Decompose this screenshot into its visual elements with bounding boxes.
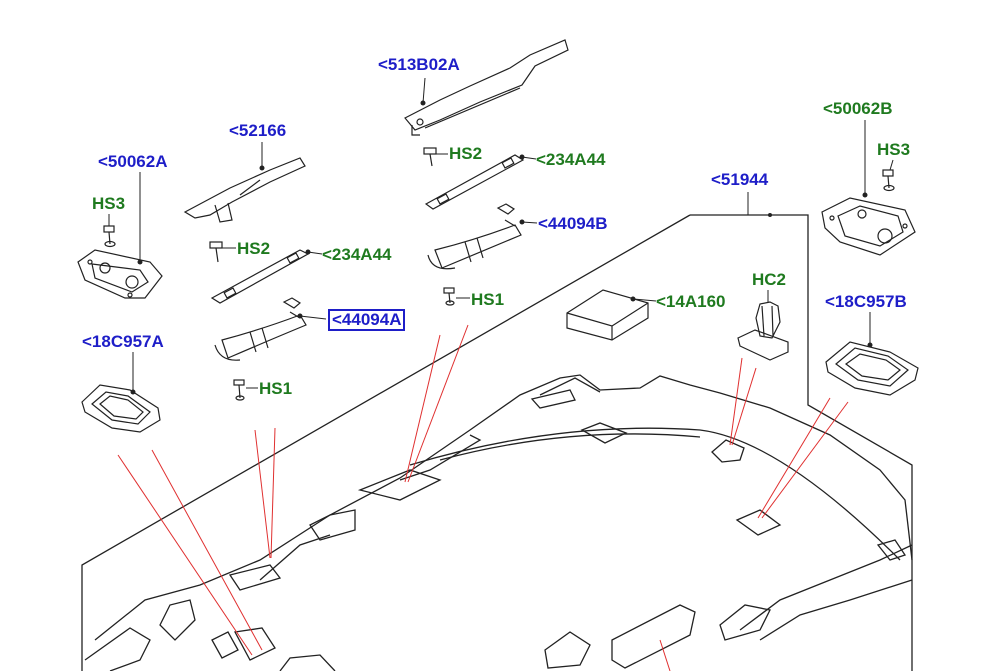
screw-hs2-right[interactable] [423, 147, 437, 167]
lamp-18C957A[interactable] [81, 384, 161, 433]
label-hs2-right[interactable]: HS2 [449, 144, 483, 163]
lamp-18C957B[interactable] [825, 341, 919, 396]
screw-hs1-left[interactable] [233, 379, 245, 401]
screw-hs2-left[interactable] [209, 241, 223, 263]
bracket-513B02A[interactable] [404, 39, 569, 136]
label-hs1-right[interactable]: HS1 [471, 290, 505, 309]
clip-hc2[interactable] [737, 301, 789, 361]
leader-dot [630, 296, 636, 302]
label-18C957B[interactable]: <18C957B [825, 292, 907, 311]
leader-dot [259, 165, 265, 171]
label-hs3-left[interactable]: HS3 [92, 194, 126, 213]
label-hs2-left[interactable]: HS2 [237, 239, 271, 258]
screw-hs1-right[interactable] [443, 287, 455, 306]
grab-handle-44094A[interactable] [214, 297, 307, 361]
bracket-52166[interactable] [183, 157, 306, 223]
leader-hs3-right [889, 159, 894, 171]
leader-44094A [299, 315, 327, 320]
leader-14A160 [632, 298, 657, 302]
label-51944[interactable]: <51944 [711, 170, 769, 189]
leader-dot [137, 259, 143, 265]
label-234A44-right[interactable]: <234A44 [536, 150, 606, 169]
label-234A44-left[interactable]: <234A44 [322, 245, 392, 264]
leader-dot [519, 219, 525, 225]
strip-234A44-right[interactable] [424, 154, 525, 210]
leader-lines [117, 324, 849, 671]
label-50062B[interactable]: <50062B [823, 99, 893, 118]
label-52166[interactable]: <52166 [229, 121, 287, 140]
label-44094B[interactable]: <44094B [538, 214, 608, 233]
leader-dot [130, 389, 136, 395]
lamp-50062A[interactable] [77, 249, 163, 299]
leader-dot [519, 154, 525, 160]
leader-dot [768, 213, 772, 217]
label-14A160[interactable]: <14A160 [656, 292, 726, 311]
leader-513B02A [422, 77, 426, 104]
screw-hs3-right[interactable] [882, 169, 895, 192]
label-44094A-selected[interactable]: <44094A [328, 309, 406, 331]
screw-hs3-left[interactable] [103, 225, 116, 248]
headliner-panel[interactable] [81, 214, 913, 671]
label-513B02A[interactable]: <513B02A [378, 55, 460, 74]
leader-dot [305, 249, 311, 255]
leader-dot [862, 192, 868, 198]
leader-dot [420, 100, 426, 106]
leader-dot [297, 313, 303, 319]
label-hs3-right[interactable]: HS3 [877, 140, 911, 159]
label-50062A[interactable]: <50062A [98, 152, 168, 171]
leader-44094B [521, 221, 538, 224]
leader-dot [867, 342, 873, 348]
grab-handle-44094B[interactable] [427, 203, 522, 270]
label-hc2[interactable]: HC2 [752, 270, 787, 289]
label-hs1-left[interactable]: HS1 [259, 379, 293, 398]
lamp-50062B[interactable] [821, 197, 916, 256]
pad-14A160[interactable] [566, 289, 649, 341]
label-18C957A[interactable]: <18C957A [82, 332, 164, 351]
